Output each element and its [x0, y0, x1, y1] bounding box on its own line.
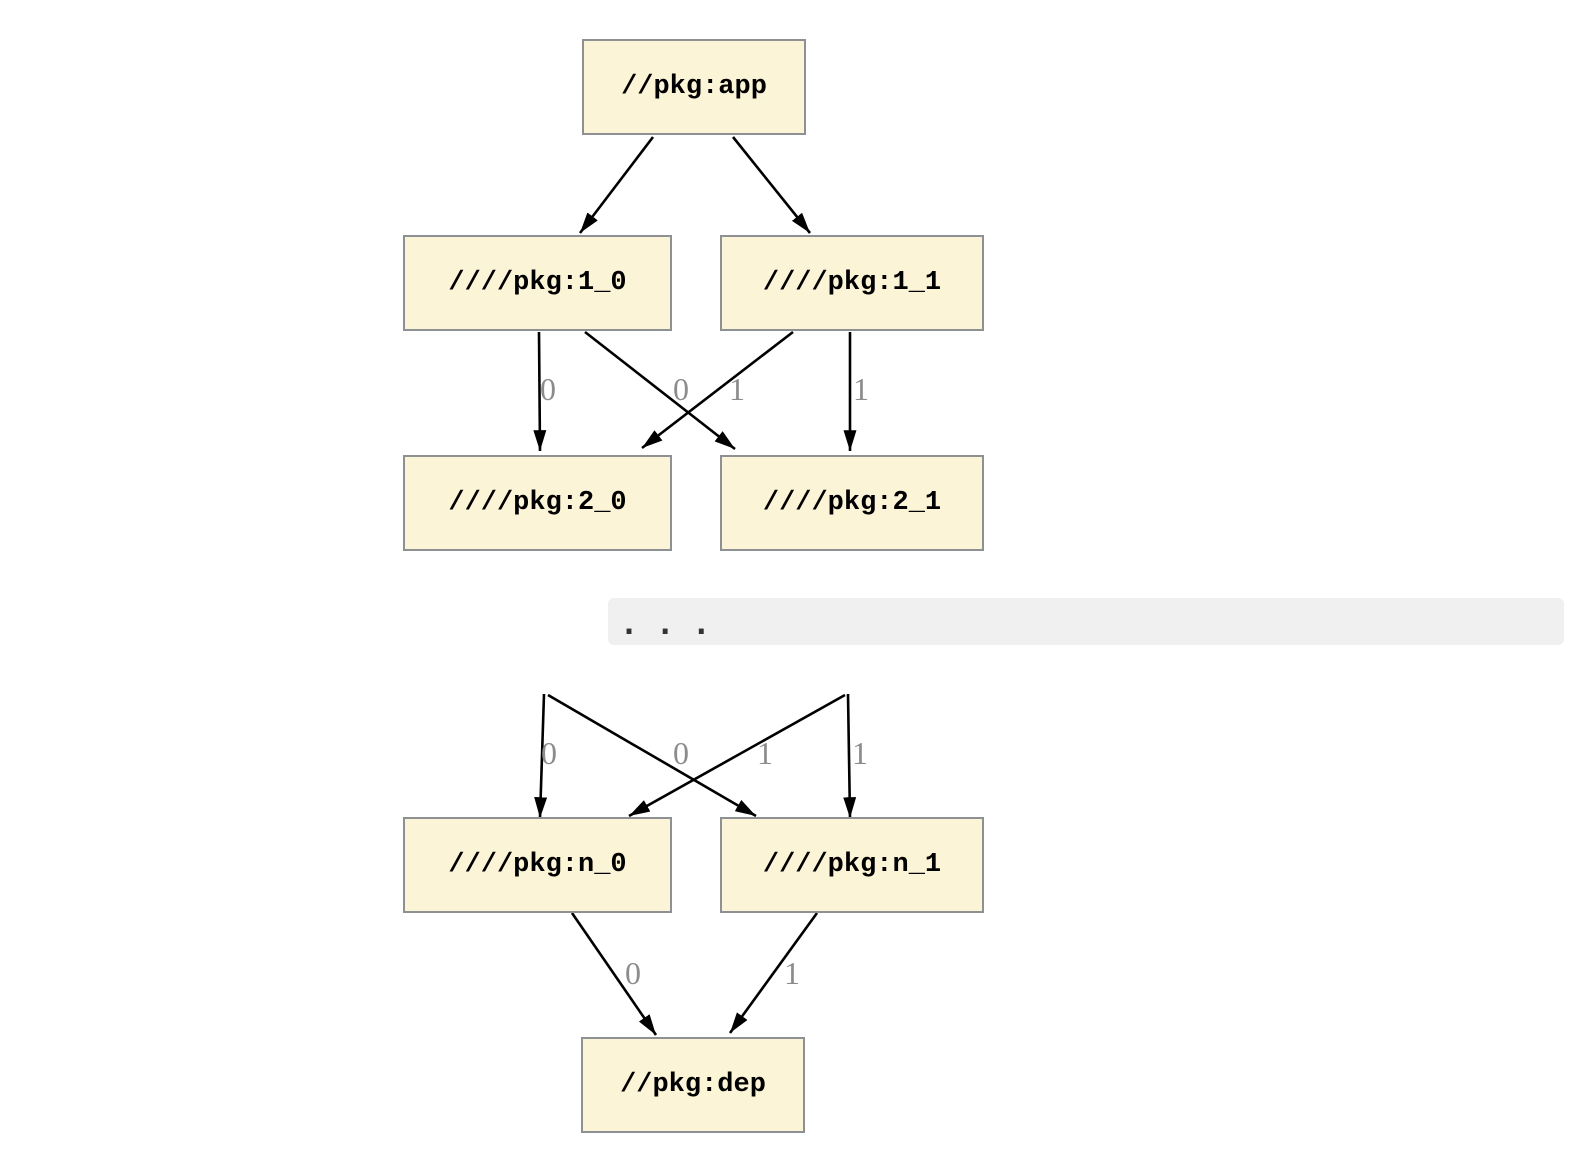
- edge-n_0-to-dep: [570, 912, 658, 1036]
- node-pkg-app: //pkg:app: [582, 39, 806, 135]
- edge-1_0-to-2_0: [533, 331, 547, 452]
- edge-ellipsis-left-to-n_0: [534, 693, 548, 819]
- edge-app-to-1_0: [578, 136, 655, 234]
- edge-label-ellipsis-left-to-n_1: 1: [757, 735, 773, 771]
- ellipsis-code-band: . . .: [608, 598, 1564, 645]
- edge-n_1-to-dep: [728, 912, 819, 1034]
- ellipsis-text: . . .: [620, 606, 711, 642]
- edge-label-ellipsis-right-to-n_0: 0: [673, 735, 689, 771]
- node-label: ////pkg:n_1: [762, 850, 942, 880]
- edge-1_0-to-2_1: [584, 330, 736, 451]
- edge-label-1_1-to-2_0: 0: [673, 371, 689, 407]
- node-label: //pkg:app: [621, 72, 767, 102]
- node-pkg-1-0: ////pkg:1_0: [403, 235, 672, 331]
- edge-ellipsis-left-to-n_1: [547, 693, 757, 818]
- edge-label-1_0-to-2_0: 0: [540, 371, 556, 407]
- edge-label-1_1-to-2_1: 1: [853, 371, 869, 407]
- node-pkg-1-1: ////pkg:1_1: [720, 235, 984, 331]
- node-pkg-n-0: ////pkg:n_0: [403, 817, 672, 913]
- edge-label-1_0-to-2_1: 1: [729, 371, 745, 407]
- node-label: ////pkg:2_1: [762, 488, 942, 518]
- edge-label-n_1-to-dep: 1: [784, 955, 800, 991]
- edge-ellipsis-right-to-n_1: [843, 693, 857, 819]
- node-pkg-2-0: ////pkg:2_0: [403, 455, 672, 551]
- node-label: ////pkg:2_0: [448, 488, 627, 518]
- node-label: ////pkg:1_0: [448, 268, 627, 298]
- edge-label-n_0-to-dep: 0: [625, 955, 641, 991]
- node-label: //pkg:dep: [620, 1070, 766, 1100]
- edge-app-to-1_1: [731, 136, 812, 234]
- node-label: ////pkg:n_0: [448, 850, 627, 880]
- edge-1_1-to-2_0: [641, 330, 794, 450]
- node-pkg-2-1: ////pkg:2_1: [720, 455, 984, 551]
- edge-label-ellipsis-right-to-n_1: 1: [852, 735, 868, 771]
- node-label: ////pkg:1_1: [762, 268, 942, 298]
- edge-ellipsis-right-to-n_0: [628, 693, 846, 818]
- node-pkg-dep: //pkg:dep: [581, 1037, 805, 1133]
- edge-label-ellipsis-left-to-n_0: 0: [541, 735, 557, 771]
- node-pkg-n-1: ////pkg:n_1: [720, 817, 984, 913]
